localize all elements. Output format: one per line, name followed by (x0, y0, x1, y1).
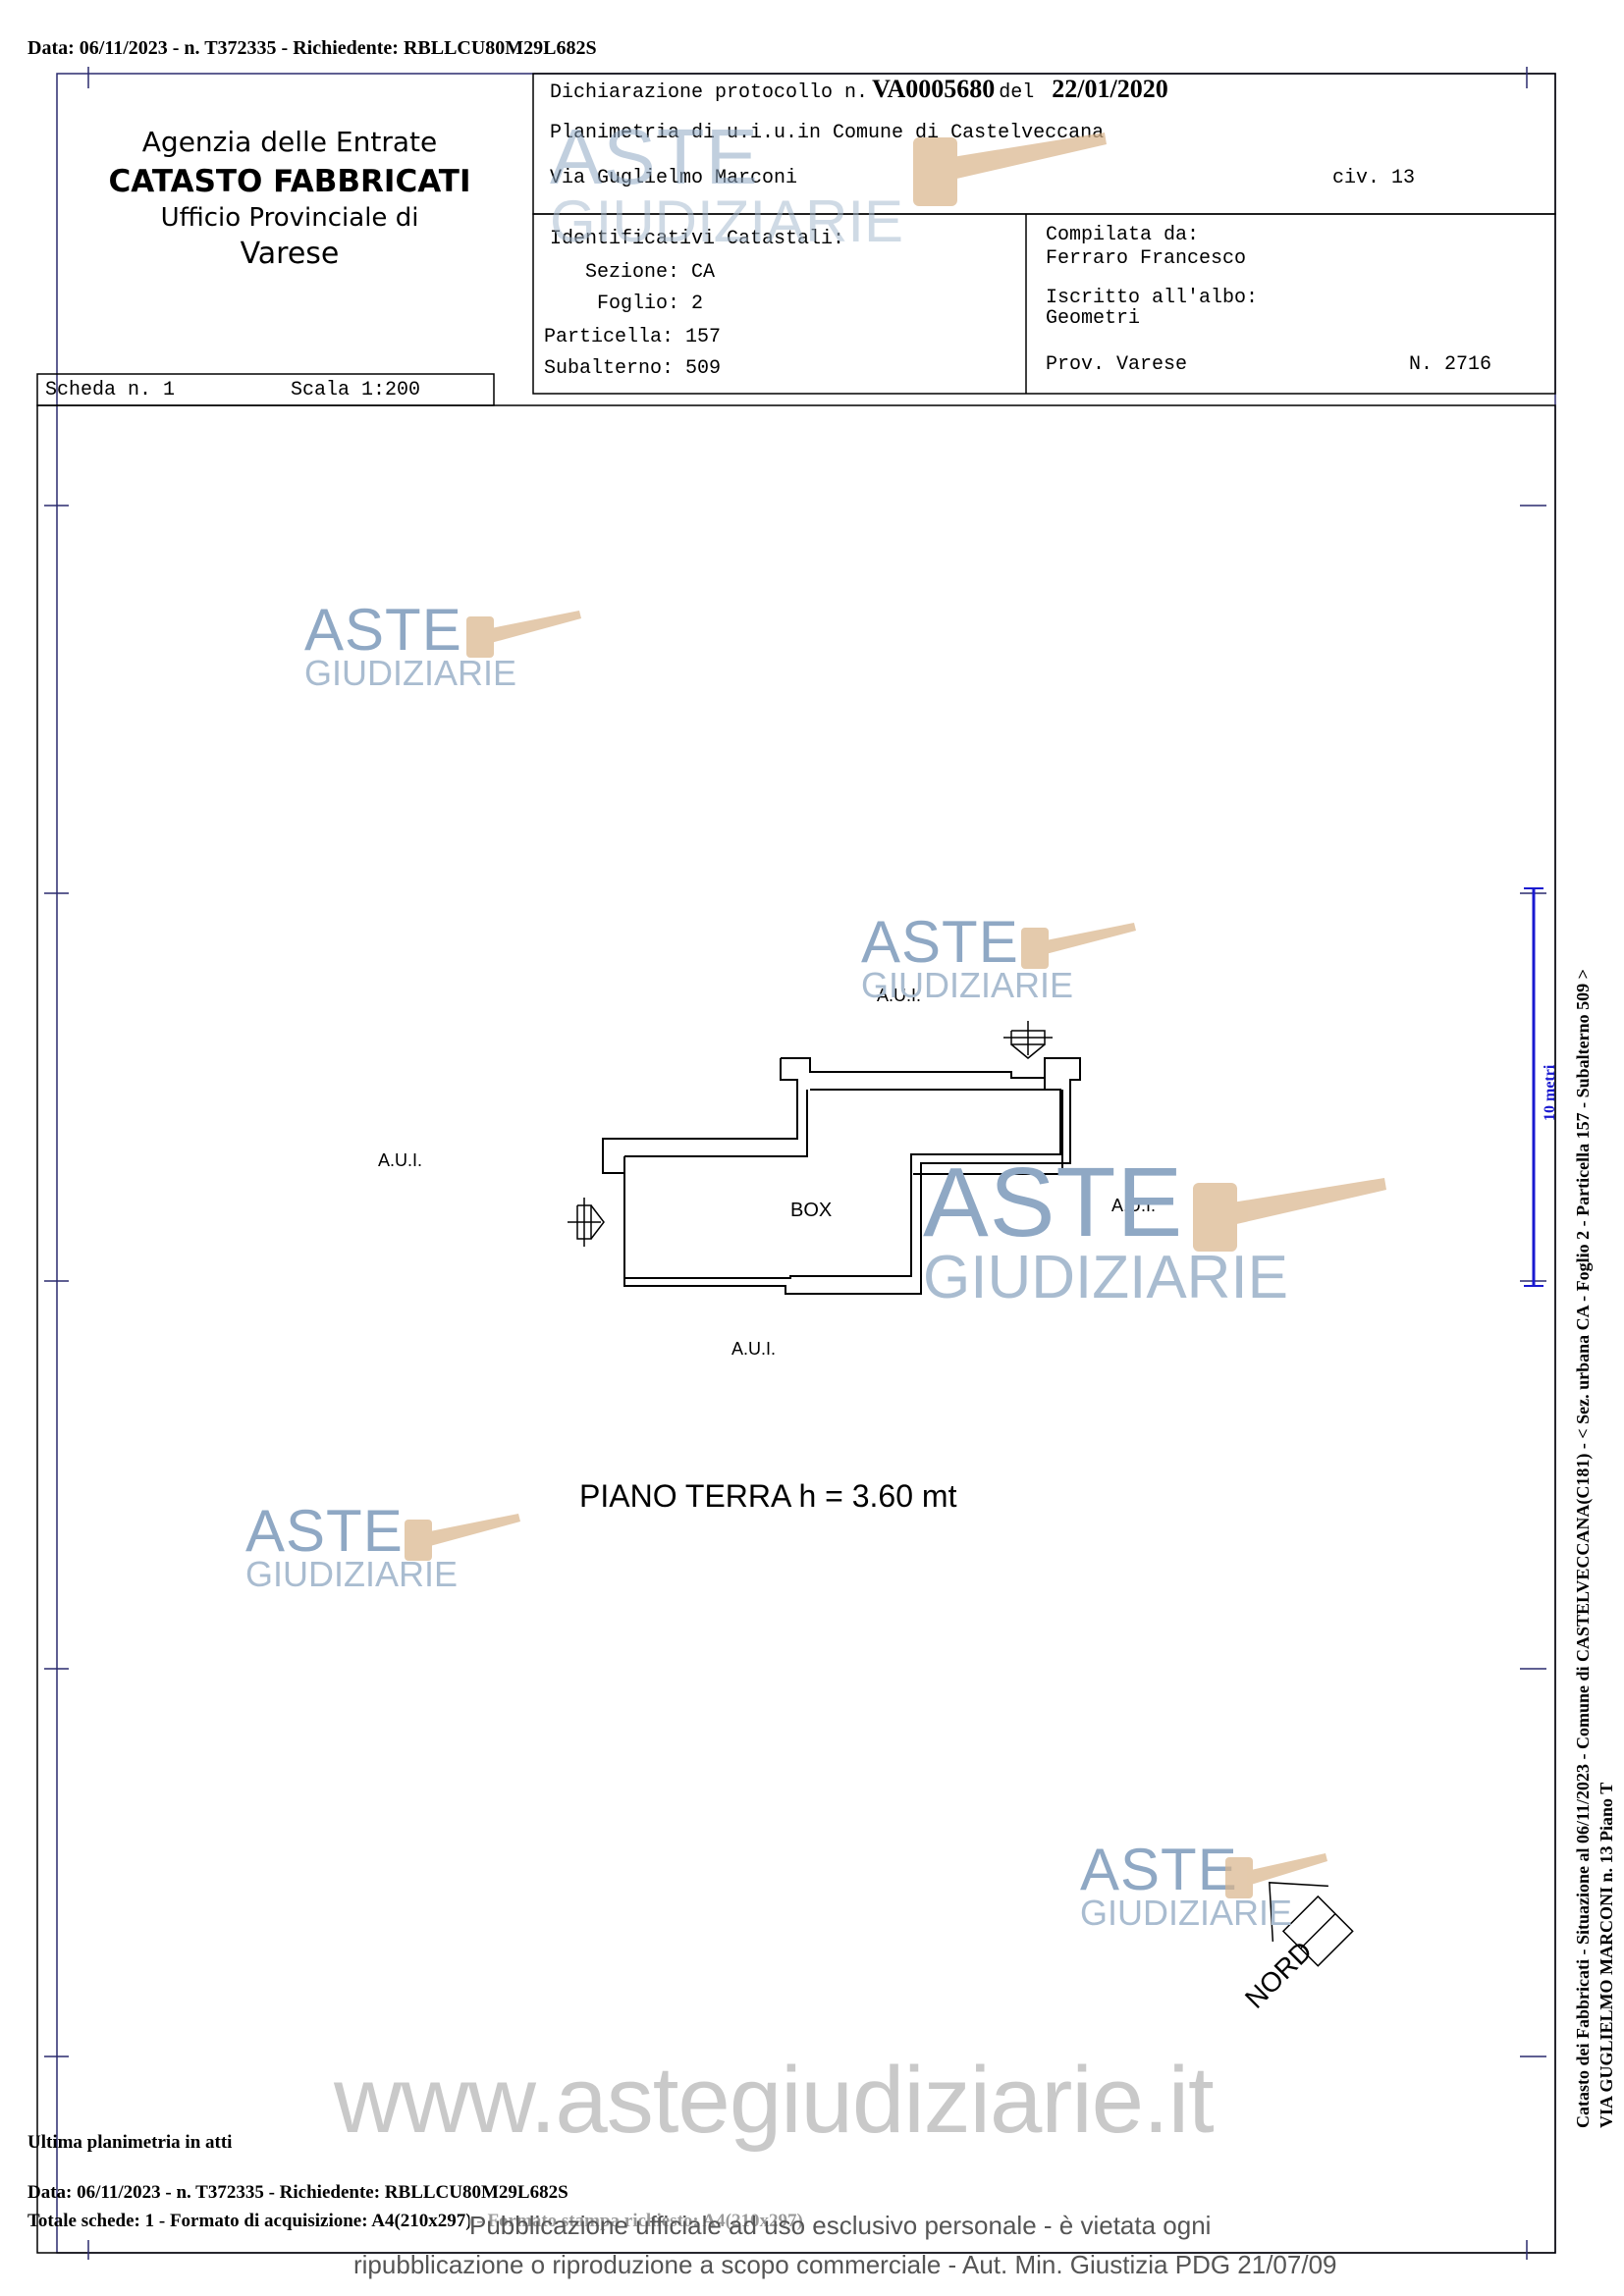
footer-notice2: ripubblicazione o riproduzione a scopo c… (353, 2250, 1337, 2279)
compiler-label: Compilata da: (1046, 224, 1200, 246)
aui-left-label: A.U.I. (378, 1150, 423, 1170)
protocol-line: Dichiarazione protocollo n. VA0005680 de… (550, 75, 1168, 104)
planimetry-civ: civ. 13 (1332, 167, 1416, 189)
planimetry-address: Via Guglielmo Marconi (550, 167, 798, 189)
identifiers-particella: Particella: 157 (544, 326, 722, 348)
footer-notice1: Pubblicazione ufficiale ad uso esclusivo… (469, 2211, 1212, 2241)
top-header-text: Data: 06/11/2023 - n. T372335 - Richiede… (27, 37, 597, 59)
compiler-number: N. 2716 (1409, 353, 1492, 376)
floor-label: PIANO TERRA h = 3.60 mt (579, 1478, 957, 1514)
protocol-label: Dichiarazione protocollo n. (550, 81, 869, 104)
identifiers-foglio: Foglio: 2 (597, 293, 704, 315)
protocol-number: VA0005680 (872, 75, 996, 103)
identifiers-subalterno: Subalterno: 509 (544, 357, 722, 380)
office-line2: CATASTO FABBRICATI (108, 164, 471, 199)
watermark-aste-5: ASTE GIUDIZIARIE (1080, 1837, 1293, 1933)
watermark-aste-1: ASTE GIUDIZIARIE (304, 597, 517, 693)
protocol-date: 22/01/2020 (1052, 75, 1168, 103)
compiler-prov: Prov. Varese (1046, 353, 1188, 376)
side-text-line2: VIA GUGLIELMO MARCONI n. 13 Piano T (1597, 1782, 1616, 2128)
aui-bottom-label: A.U.I. (731, 1339, 777, 1359)
watermark-site: www.astegiudiziarie.it (334, 2048, 1215, 2153)
office-line4: Varese (240, 237, 340, 271)
watermark-aste-4: ASTE GIUDIZIARIE (245, 1498, 459, 1594)
protocol-del: del (999, 81, 1035, 104)
gavel-icon (405, 133, 1386, 1898)
box-label: BOX (790, 1200, 833, 1221)
compiler-albo-label: Iscritto all'albo: (1046, 287, 1259, 309)
scale-bar-label: 10 metri (1542, 1064, 1558, 1121)
watermark-aste-2: ASTE GIUDIZIARIE (861, 909, 1074, 1005)
office-line1: Agenzia delle Entrate (141, 126, 438, 158)
aui-right-label: A.U.I. (1111, 1196, 1157, 1215)
footer-ultima: Ultima planimetria in atti (27, 2132, 233, 2153)
compiler-albo: Geometri (1046, 307, 1141, 330)
footer-data: Data: 06/11/2023 - n. T372335 - Richiede… (27, 2182, 568, 2203)
north-arrow-icon (1269, 1882, 1354, 1967)
office-line3: Ufficio Provinciale di (160, 203, 419, 233)
identifiers-title: Identificativi Catastali: (550, 228, 845, 250)
identifiers-sezione: Sezione: CA (585, 261, 716, 284)
compiler-name: Ferraro Francesco (1046, 247, 1247, 270)
aui-top-label: A.U.I. (877, 986, 922, 1005)
side-text-line1: Catasto dei Fabbricati - Situazione al 0… (1573, 969, 1593, 2128)
office-block: Agenzia delle Entrate CATASTO FABBRICATI… (79, 126, 501, 271)
planimetry-line: Planimetria di u.i.u.in Comune di Castel… (550, 122, 1105, 144)
watermark-aste-header: ASTE GIUDIZIARIE (550, 113, 904, 254)
watermark-aste-3: ASTE GIUDIZIARIE (923, 1148, 1289, 1311)
scheda-scale: Scala 1:200 (291, 379, 421, 401)
scheda-number: Scheda n. 1 (45, 379, 176, 401)
